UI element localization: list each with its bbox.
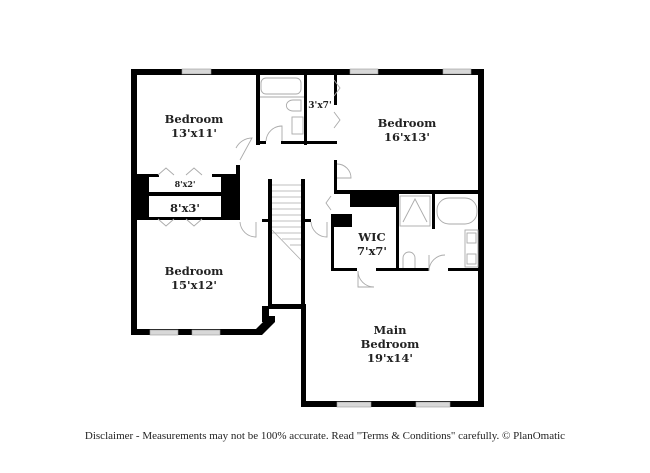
room-dimensions: 3'x7' bbox=[308, 101, 332, 111]
room-dimensions: 13'x11' bbox=[171, 126, 217, 140]
doors-and-fixtures bbox=[157, 77, 479, 288]
windows bbox=[149, 68, 472, 408]
room-name: WIC bbox=[358, 230, 386, 244]
room-label-closet-small: 8'x2' bbox=[175, 179, 196, 190]
staircase bbox=[271, 184, 302, 261]
room-dimensions: 7'x7' bbox=[357, 244, 387, 258]
room-label-bedroom-ne: Bedroom 16'x13' bbox=[378, 116, 437, 144]
disclaimer-text: Disclaimer - Measurements may not be 100… bbox=[84, 430, 566, 442]
room-dimensions: 16'x13' bbox=[384, 130, 430, 144]
room-label-closet-mid: 8'x3' bbox=[170, 201, 200, 215]
room-dimensions: 19'x14' bbox=[367, 351, 413, 365]
room-label-closet-top: 3'x7' bbox=[308, 101, 331, 112]
room-name: Bedroom bbox=[377, 116, 437, 130]
room-label-bedroom-nw: Bedroom 13'x11' bbox=[165, 112, 224, 140]
room-label-bedroom-sw: Bedroom 15'x12' bbox=[165, 264, 224, 292]
room-name-line2: Bedroom bbox=[360, 337, 420, 351]
room-name: Bedroom bbox=[164, 112, 224, 126]
room-label-main-bedroom: Main Bedroom 19'x14' bbox=[361, 323, 420, 365]
room-label-wic: WIC 7'x7' bbox=[357, 230, 387, 258]
room-dimensions: 8'x2' bbox=[174, 179, 196, 189]
room-name-line1: Main bbox=[373, 323, 407, 337]
room-dimensions: 15'x12' bbox=[171, 278, 217, 292]
room-dimensions: 8'x3' bbox=[170, 201, 200, 215]
room-name: Bedroom bbox=[164, 264, 224, 278]
